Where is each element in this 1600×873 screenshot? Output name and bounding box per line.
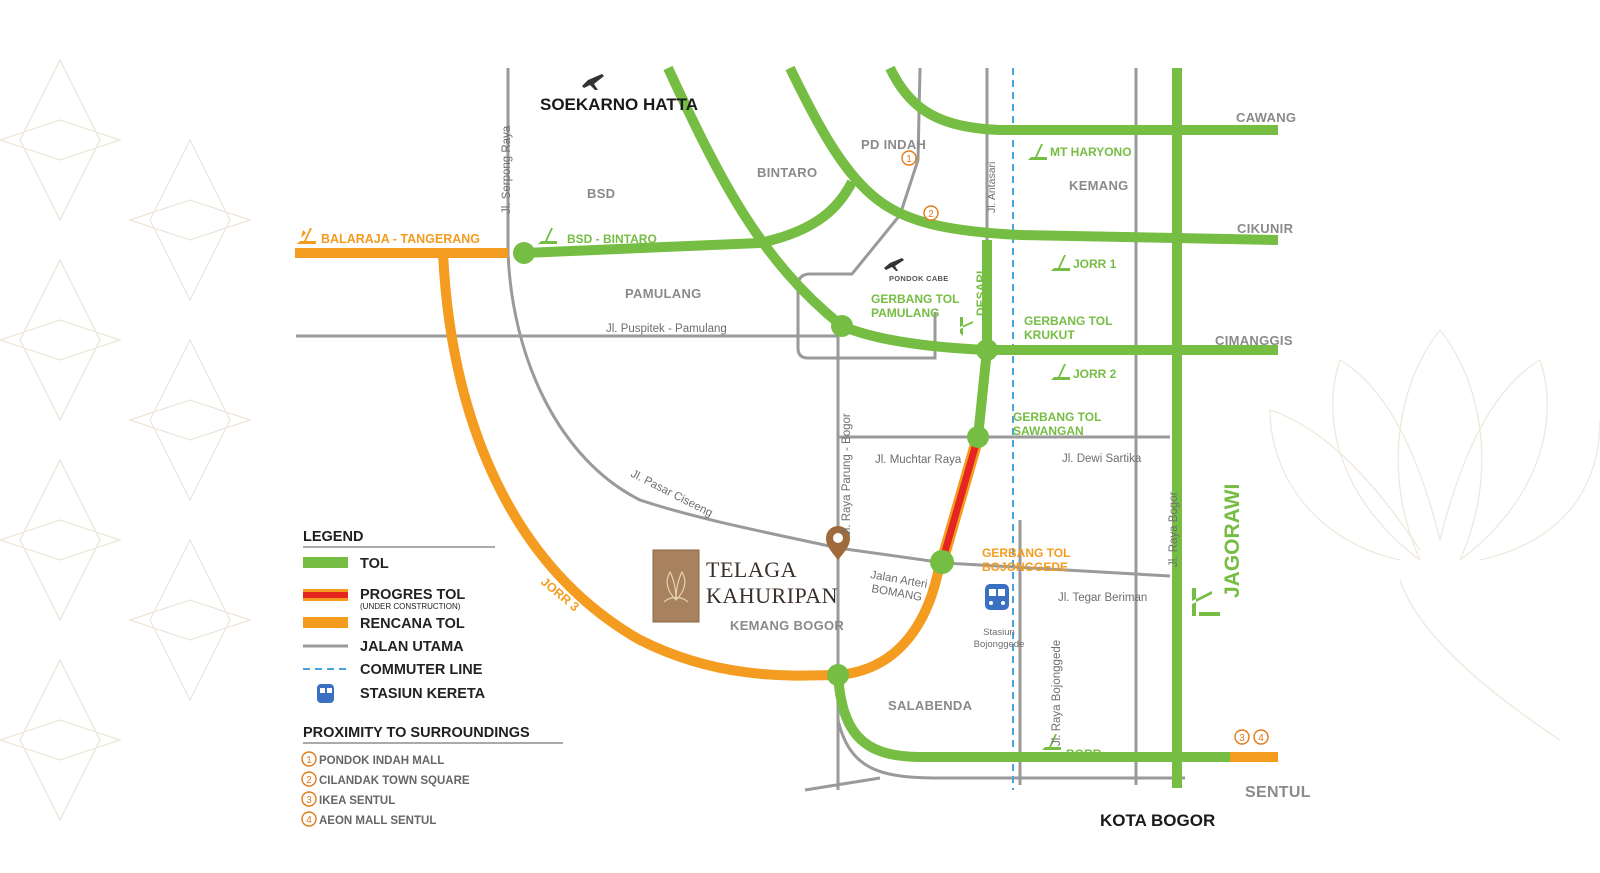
label-gt-pamulang-1: GERBANG TOL [871, 292, 959, 306]
marker-1: 1 [906, 154, 912, 165]
legend-station-icon [317, 684, 334, 703]
label-gt-krukut-2: KRUKUT [1024, 328, 1075, 342]
proximity-num-3: 3 [306, 795, 312, 806]
marker-3: 3 [1239, 733, 1245, 744]
planned-toll [295, 248, 1278, 762]
proximity-item-2: CILANDAK TOWN SQUARE [319, 775, 470, 787]
legend-planned: RENCANA TOL [360, 616, 465, 632]
marker-2: 2 [928, 209, 934, 220]
proximity-num-4: 4 [306, 815, 312, 826]
label-jl-parung: Jl. Raya Parung - Bogor [841, 413, 853, 536]
label-balaraja-tangerang: BALARAJA - TANGERANG [321, 232, 480, 246]
label-jl-muchtar: Jl. Muchtar Raya [875, 454, 962, 466]
label-bsd: BSD [587, 186, 615, 201]
label-jl-puspitek: Jl. Puspitek - Pamulang [606, 323, 727, 335]
label-pd-indah: PD INDAH [861, 137, 926, 152]
label-kota-bogor: KOTA BOGOR [1100, 811, 1215, 830]
label-gt-bojonggede-2: BOJONGGEDE [982, 560, 1068, 574]
proximity-item-3: IKEA SENTUL [319, 795, 395, 807]
location-pin-icon[interactable] [826, 526, 850, 560]
legend-progress: PROGRES TOL [360, 587, 465, 603]
toll-bojonggede-south [837, 561, 945, 680]
label-mt-haryono: MT HARYONO [1050, 145, 1132, 159]
legend-road: JALAN UTAMA [360, 639, 464, 655]
toll-roads [523, 65, 1279, 788]
toll-gate-icon [538, 144, 1070, 750]
interchange-nodes [513, 242, 998, 686]
label-pondok-cabe: PONDOK CABE [889, 274, 949, 283]
label-sentul: SENTUL [1245, 784, 1311, 801]
proximity-num-1: 1 [306, 755, 312, 766]
label-salabenda: SALABENDA [888, 698, 973, 713]
legend-swatch-progress [303, 592, 348, 598]
road-bottom [836, 719, 1185, 780]
jagorawi-toll-icon [1192, 588, 1220, 616]
label-stasiun-name: Bojonggede [974, 639, 1025, 650]
legend-progress-sub: (UNDER CONSTRUCTION) [360, 602, 461, 611]
label-kemang-bogor: KEMANG BOGOR [730, 618, 844, 633]
toll-pd-indah [785, 65, 1279, 245]
legend-toll: TOL [360, 556, 389, 572]
marker-4: 4 [1258, 733, 1264, 744]
proximity-markers [901, 150, 1269, 745]
legend-title: LEGEND [303, 529, 363, 545]
label-jl-raya-bojonggede: Jl. Raya Bojonggede [1051, 640, 1063, 746]
label-bintaro: BINTARO [757, 165, 817, 180]
train-station-icon[interactable] [985, 584, 1009, 610]
legend-swatch-toll [303, 557, 348, 568]
label-stasiun: Stasiun [983, 627, 1015, 638]
label-desari: DESARI [974, 271, 988, 316]
toll-gate-icon [297, 228, 316, 244]
label-gt-krukut-1: GERBANG TOL [1024, 314, 1112, 328]
label-kemang: KEMANG [1069, 178, 1129, 193]
toll-jorr3 [438, 252, 839, 681]
decorative-star-pattern [0, 58, 252, 822]
toll-under-construction [938, 436, 982, 563]
label-gt-sawangan-2: SAWANGAN [1013, 424, 1084, 438]
telaga-kahuripan-logo[interactable] [652, 549, 700, 623]
proximity-item-4: AEON MALL SENTUL [319, 815, 436, 827]
legend: LEGEND TOL PROGRES TOL (UNDER CONSTRUCTI… [301, 529, 563, 827]
toll-jorr-pamulang [663, 65, 1278, 355]
label-gt-sawangan-1: GERBANG TOL [1013, 410, 1101, 424]
brand-line-2: KAHURIPAN [706, 583, 838, 608]
road-serpong-curve [506, 251, 839, 550]
legend-swatch-planned [303, 617, 348, 628]
proximity-item-1: PONDOK INDAH MALL [319, 755, 444, 767]
brand-line-1: TELAGA [706, 557, 797, 582]
legend-station: STASIUN KERETA [360, 686, 486, 702]
label-cimanggis: CIMANGGIS [1215, 333, 1293, 348]
label-jl-antasari: Jl. Antasari [986, 162, 998, 213]
label-jorr1: JORR 1 [1073, 257, 1117, 271]
label-bsd-bintaro: BSD - BINTARO [567, 232, 657, 246]
label-jl-pasar-ciseeng: Jl. Pasar Ciseeng [629, 468, 715, 520]
toll-borr [833, 674, 1230, 762]
label-jl-raya-bogor: Jl. Raya Bogor [1168, 491, 1180, 567]
proximity-num-2: 2 [306, 775, 312, 786]
decorative-lotus [1269, 328, 1600, 741]
label-cikunir: CIKUNIR [1237, 221, 1294, 236]
label-jorr2: JORR 2 [1073, 367, 1117, 381]
label-jl-serpong: Jl. Serpong Raya [501, 125, 513, 214]
label-pamulang: PAMULANG [625, 286, 702, 301]
toll-mt-haryono [885, 65, 1278, 135]
label-jagorawi: JAGORAWI [1221, 484, 1244, 598]
proximity-title: PROXIMITY TO SURROUNDINGS [303, 725, 530, 741]
label-cawang: CAWANG [1236, 110, 1296, 125]
label-gt-pamulang-2: PAMULANG [871, 306, 939, 320]
label-borr: BORR [1066, 747, 1102, 761]
legend-commuter: COMMUTER LINE [360, 662, 483, 678]
label-gt-bojonggede-1: GERBANG TOL [982, 546, 1070, 560]
airplane-icon-pondok-cabe [884, 258, 904, 271]
airplane-icon [582, 74, 604, 90]
toll-desari [973, 240, 992, 438]
label-soekarno-hatta: SOEKARNO HATTA [540, 95, 698, 114]
label-jl-dewi-sartika: Jl. Dewi Sartika [1062, 453, 1142, 465]
label-jl-tegar-beriman: Jl. Tegar Beriman [1058, 592, 1147, 604]
